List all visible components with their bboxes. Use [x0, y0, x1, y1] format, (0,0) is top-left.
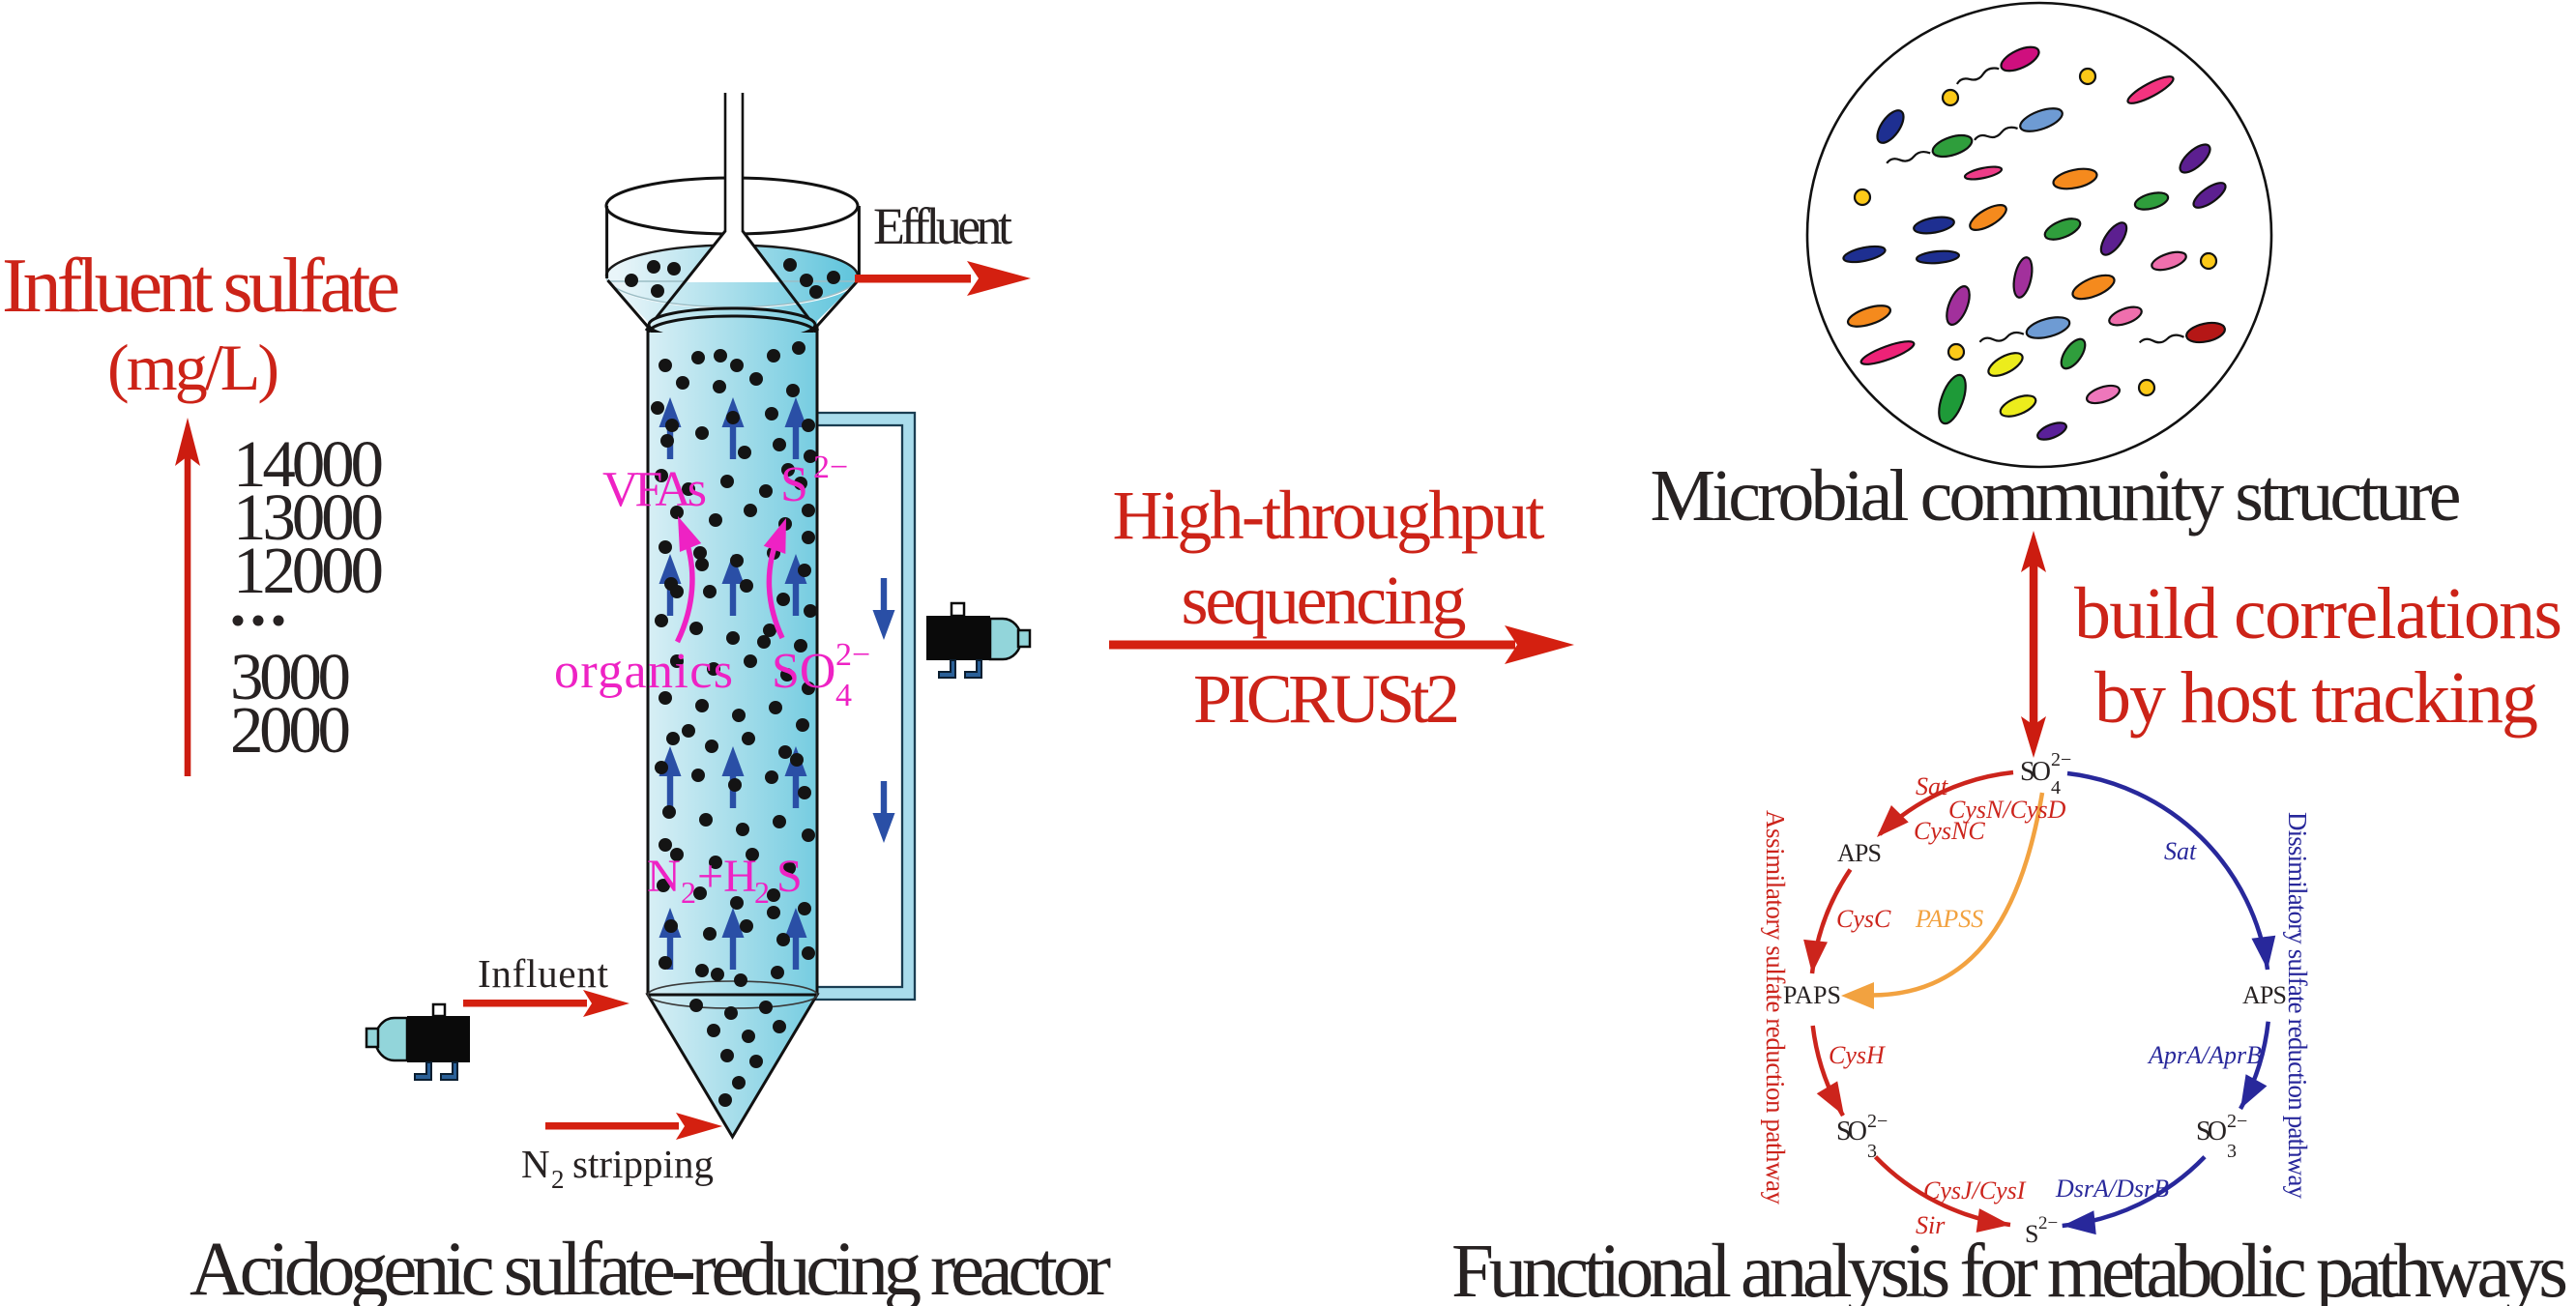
svg-text:Dissimilatory sulfate reductio: Dissimilatory sulfate reduction pathway: [2283, 812, 2312, 1200]
svg-text:APS: APS: [2242, 981, 2287, 1009]
svg-text:DsrA/DsrB: DsrA/DsrB: [2055, 1175, 2169, 1203]
svg-text:3: 3: [1867, 1141, 1877, 1162]
svg-text:S: S: [776, 851, 803, 902]
svg-text:Acidogenic sulfate-reducing re: Acidogenic sulfate-reducing reactor: [190, 1228, 1111, 1306]
svg-text:+H: +H: [697, 851, 757, 902]
svg-text:SO: SO: [1836, 1117, 1867, 1146]
svg-text:S: S: [780, 457, 808, 512]
svg-text:2: 2: [551, 1165, 565, 1194]
svg-text:Sat: Sat: [1916, 772, 1948, 800]
svg-text:4: 4: [2051, 777, 2061, 798]
svg-text:PAPSS: PAPSS: [1915, 905, 1983, 933]
svg-text:CysN/CysD: CysN/CysD: [1948, 796, 2066, 824]
svg-text:by host tracking: by host tracking: [2094, 657, 2538, 739]
svg-text:Influent sulfate: Influent sulfate: [2, 244, 400, 329]
svg-text:13000: 13000: [233, 480, 384, 554]
svg-text:sequencing: sequencing: [1182, 562, 1467, 639]
svg-text:Microbial community structure: Microbial community structure: [1651, 455, 2462, 537]
svg-text:SO: SO: [2196, 1117, 2227, 1146]
svg-text:S: S: [2025, 1220, 2038, 1248]
svg-text:APS: APS: [1837, 839, 1882, 867]
svg-text:Functional analysis for metabo: Functional analysis for metabolic pathwa…: [1451, 1230, 2568, 1306]
svg-text:PAPS: PAPS: [1783, 981, 1841, 1009]
svg-text:PICRUSt2: PICRUSt2: [1193, 660, 1460, 738]
svg-text:stripping: stripping: [572, 1142, 714, 1186]
svg-text:CysH: CysH: [1829, 1041, 1886, 1069]
svg-text:build correlations: build correlations: [2074, 573, 2562, 654]
svg-text:2−: 2−: [2038, 1213, 2058, 1233]
svg-text:3000: 3000: [230, 640, 351, 713]
svg-text:4: 4: [835, 678, 852, 713]
svg-text:High-throughput: High-throughput: [1113, 477, 1545, 554]
svg-text:N: N: [521, 1142, 550, 1186]
svg-text:(mg/L): (mg/L): [107, 331, 279, 404]
svg-text:2−: 2−: [813, 450, 848, 485]
svg-text:SO: SO: [2020, 757, 2051, 787]
svg-text:CysNC: CysNC: [1914, 817, 1985, 845]
svg-text:2−: 2−: [1867, 1111, 1888, 1132]
svg-text:2−: 2−: [2227, 1111, 2247, 1132]
svg-text:organics: organics: [554, 644, 733, 699]
svg-text:CysJ/CysI: CysJ/CysI: [1923, 1176, 2027, 1204]
svg-text:CysC: CysC: [1836, 905, 1891, 933]
svg-text:N: N: [647, 851, 681, 902]
svg-text:Effluent: Effluent: [873, 197, 1012, 255]
svg-text:Influent: Influent: [478, 951, 609, 996]
svg-text:Sir: Sir: [1916, 1211, 1946, 1239]
svg-text:2000: 2000: [230, 693, 351, 767]
svg-text:2: 2: [754, 875, 770, 910]
svg-text:14000: 14000: [233, 427, 384, 501]
svg-text:2−: 2−: [2051, 749, 2071, 770]
svg-text:Sat: Sat: [2164, 837, 2197, 865]
svg-text:VFAs: VFAs: [602, 462, 707, 517]
svg-text:Assimilatory sulfate reduction: Assimilatory sulfate reduction pathway: [1761, 810, 1790, 1205]
svg-text:SO: SO: [772, 644, 835, 699]
svg-text:2−: 2−: [835, 637, 870, 673]
svg-text:2: 2: [681, 875, 696, 910]
svg-text:12000: 12000: [233, 534, 384, 607]
svg-text:AprA/AprB: AprA/AprB: [2147, 1041, 2262, 1069]
svg-text:3: 3: [2227, 1141, 2237, 1162]
